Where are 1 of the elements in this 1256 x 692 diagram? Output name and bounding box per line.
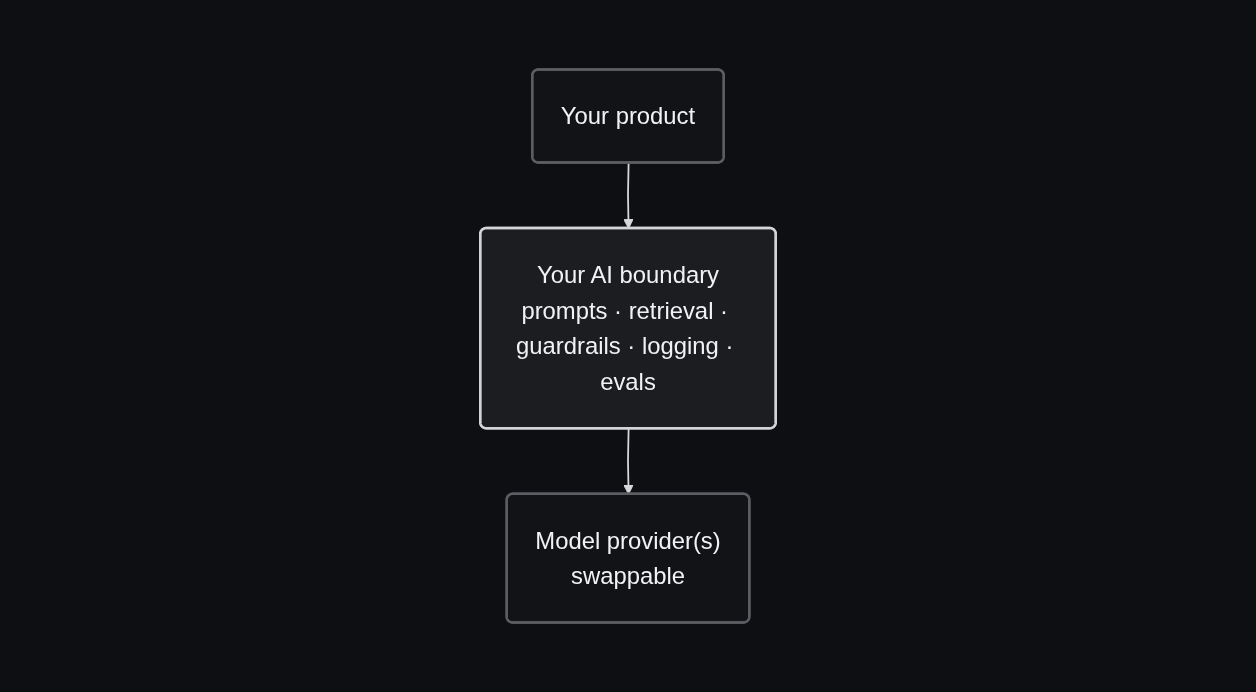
- flowchart: Your product Your AI boundary prompts · retrieval · guardrails · logging · evals Model provider(s) swappable: [60, 60, 1196, 632]
